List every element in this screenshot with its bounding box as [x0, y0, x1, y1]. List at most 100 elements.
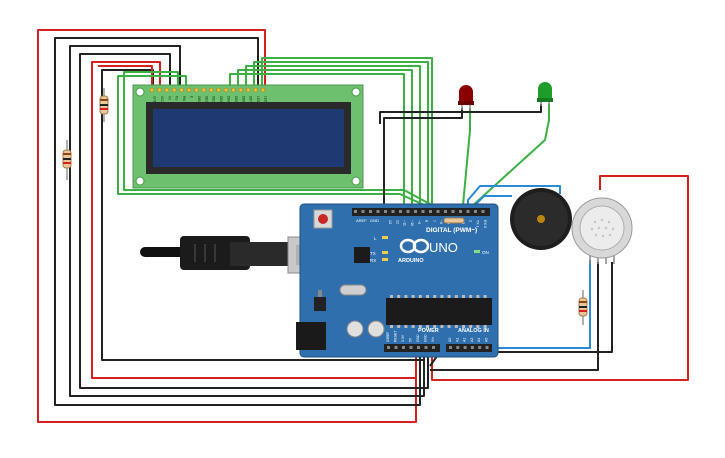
power-pin-hole[interactable] — [409, 346, 413, 349]
wire-black-loop-3[interactable] — [79, 53, 429, 389]
digital-pin-hole[interactable] — [399, 210, 402, 213]
lcd-pin-label: E — [190, 96, 194, 98]
power-pin-hole[interactable] — [394, 346, 398, 349]
lcd-pin[interactable] — [231, 87, 236, 93]
digital-pin-hole[interactable] — [391, 210, 395, 213]
lcd-pin-label: DB1 — [204, 96, 208, 102]
lcd-pin[interactable] — [238, 87, 244, 93]
resistor-left-top[interactable] — [99, 88, 109, 122]
analog-pin-label: A1 — [455, 338, 459, 342]
analog-pin-hole[interactable] — [456, 346, 460, 349]
wire-black-sensor-2[interactable] — [430, 262, 599, 371]
analog-pin-hole[interactable] — [478, 346, 482, 349]
led-green[interactable] — [537, 82, 553, 106]
lcd-pin[interactable] — [171, 87, 177, 93]
wire-red-sensor[interactable] — [431, 175, 689, 381]
lcd-pin[interactable] — [186, 87, 192, 93]
wire-red-loop[interactable] — [91, 61, 417, 379]
digital-pin-label: ~6 — [439, 220, 443, 224]
lcd-pin-label: LED — [256, 96, 260, 103]
digital-pin-hole[interactable] — [451, 210, 455, 213]
wire-red-outer[interactable] — [37, 29, 417, 423]
digital-pin-label: 8 — [425, 220, 429, 222]
digital-pin-label: 13 — [388, 220, 392, 224]
gas-sensor[interactable] — [571, 197, 633, 264]
digital-pin-hole[interactable] — [436, 210, 440, 213]
led-red[interactable] — [458, 85, 474, 110]
wire-green-5[interactable] — [229, 73, 405, 216]
lcd-pin[interactable] — [157, 87, 162, 93]
analog-pin-label: A2 — [463, 338, 467, 342]
lcd-pin[interactable] — [201, 87, 207, 93]
lcd-pin[interactable] — [260, 87, 266, 93]
wire-blue-analog[interactable] — [486, 260, 591, 349]
digital-pin-hole[interactable] — [384, 210, 387, 213]
digital-pin-hole[interactable] — [481, 210, 485, 213]
power-pin-hole[interactable] — [432, 346, 435, 349]
digital-pin-hole[interactable] — [406, 210, 410, 213]
lcd-pin-label: DB4 — [227, 96, 231, 102]
digital-pin-label: 2 — [468, 220, 472, 222]
wires — [37, 29, 689, 423]
lcd-pin[interactable] — [149, 87, 155, 93]
wire-green-4[interactable] — [237, 69, 413, 216]
piezo-buzzer[interactable] — [510, 188, 572, 250]
wire-green-led-red[interactable] — [461, 108, 471, 217]
digital-pin-label: RX 0 — [483, 220, 487, 228]
wire-green-7[interactable] — [123, 71, 453, 217]
lcd-pin-label: DB3 — [219, 96, 223, 102]
digital-pin-hole[interactable] — [414, 210, 417, 213]
digital-pin-hole[interactable] — [376, 210, 380, 213]
lcd-pin-label: DB2 — [212, 96, 216, 102]
digital-pin-hole[interactable] — [429, 210, 432, 213]
power-pin-label: GND — [424, 334, 428, 342]
lcd-pin[interactable] — [245, 87, 251, 93]
power-pin-hole[interactable] — [387, 346, 390, 349]
power-pin-label: 5V — [409, 337, 413, 342]
wire-green-6[interactable] — [117, 75, 449, 217]
digital-pin-hole[interactable] — [361, 210, 365, 213]
wire-black-sensor[interactable] — [429, 262, 613, 367]
power-label: POWER — [418, 328, 439, 334]
digital-pin-hole[interactable] — [459, 210, 462, 213]
digital-pin-hole[interactable] — [474, 210, 477, 213]
lcd-pin[interactable] — [194, 87, 199, 93]
wire-black-led-gnd-2[interactable] — [379, 104, 542, 124]
wire-red-short[interactable] — [98, 65, 153, 88]
power-pin-label: Vin — [431, 337, 435, 342]
digital-pin-hole[interactable] — [369, 210, 372, 213]
reset-button-cap[interactable] — [318, 214, 328, 224]
l-led-label: L — [374, 236, 377, 241]
lcd-pin[interactable] — [179, 87, 184, 93]
lcd-pin[interactable] — [216, 87, 221, 93]
lcd-pin-label: DB7 — [249, 96, 253, 102]
digital-pin-hole[interactable] — [466, 210, 470, 213]
power-pin-hole[interactable] — [417, 346, 420, 349]
lcd-pin[interactable] — [208, 87, 214, 93]
atmega-chip — [386, 298, 492, 325]
digital-pin-hole[interactable] — [444, 210, 447, 213]
digital-pin-hole[interactable] — [354, 210, 357, 213]
lcd-pin[interactable] — [253, 87, 258, 93]
analog-pin-hole[interactable] — [485, 346, 489, 349]
analog-pin-label: A3 — [470, 338, 474, 342]
analog-pin-hole[interactable] — [463, 346, 467, 349]
power-pin-hole[interactable] — [424, 346, 428, 349]
analog-pin-hole[interactable] — [470, 346, 474, 349]
lcd-pin-label: DB6 — [241, 96, 245, 102]
power-pin-hole[interactable] — [402, 346, 405, 349]
wire-green-3[interactable] — [245, 65, 421, 216]
resistor-sensor[interactable] — [578, 290, 588, 325]
analog-pin-hole[interactable] — [449, 346, 452, 349]
lcd-pin[interactable] — [164, 87, 170, 93]
resistor-left-middle[interactable] — [62, 140, 72, 180]
digital-pin-hole[interactable] — [421, 210, 425, 213]
lcd-pin[interactable] — [223, 87, 229, 93]
lcd-pin-label: DB0 — [197, 96, 201, 102]
power-pin-label: 3.3V — [401, 334, 405, 342]
